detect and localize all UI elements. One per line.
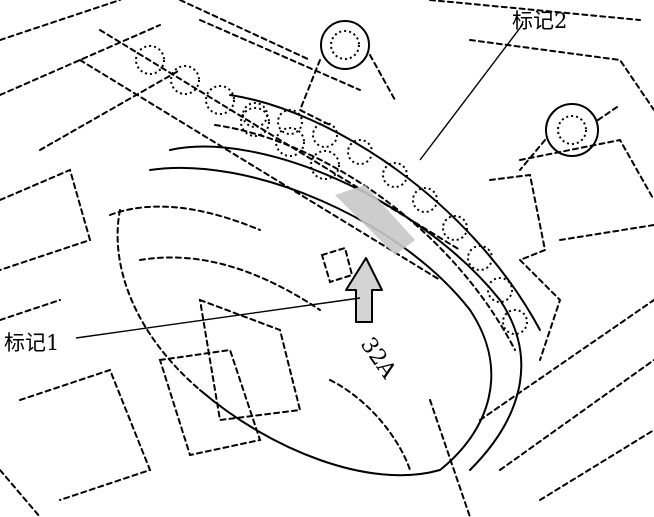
mark1-leader-line: [75, 297, 361, 339]
drum-body: [109, 145, 523, 477]
mark1-label: 标记1: [4, 331, 59, 355]
right-bolt: [519, 103, 621, 171]
top-bolt: [298, 20, 396, 126]
mark1-slot: [320, 246, 354, 284]
mark2-leader-line: [419, 23, 524, 161]
gear-teeth-right: [489, 173, 562, 361]
alignment-mark-highlight: [335, 185, 415, 255]
mark2-label: 标记2: [512, 9, 567, 33]
pointer-arrow: [345, 257, 383, 323]
part-number-label: 32A: [355, 333, 401, 384]
bearing-ring: [214, 94, 541, 351]
